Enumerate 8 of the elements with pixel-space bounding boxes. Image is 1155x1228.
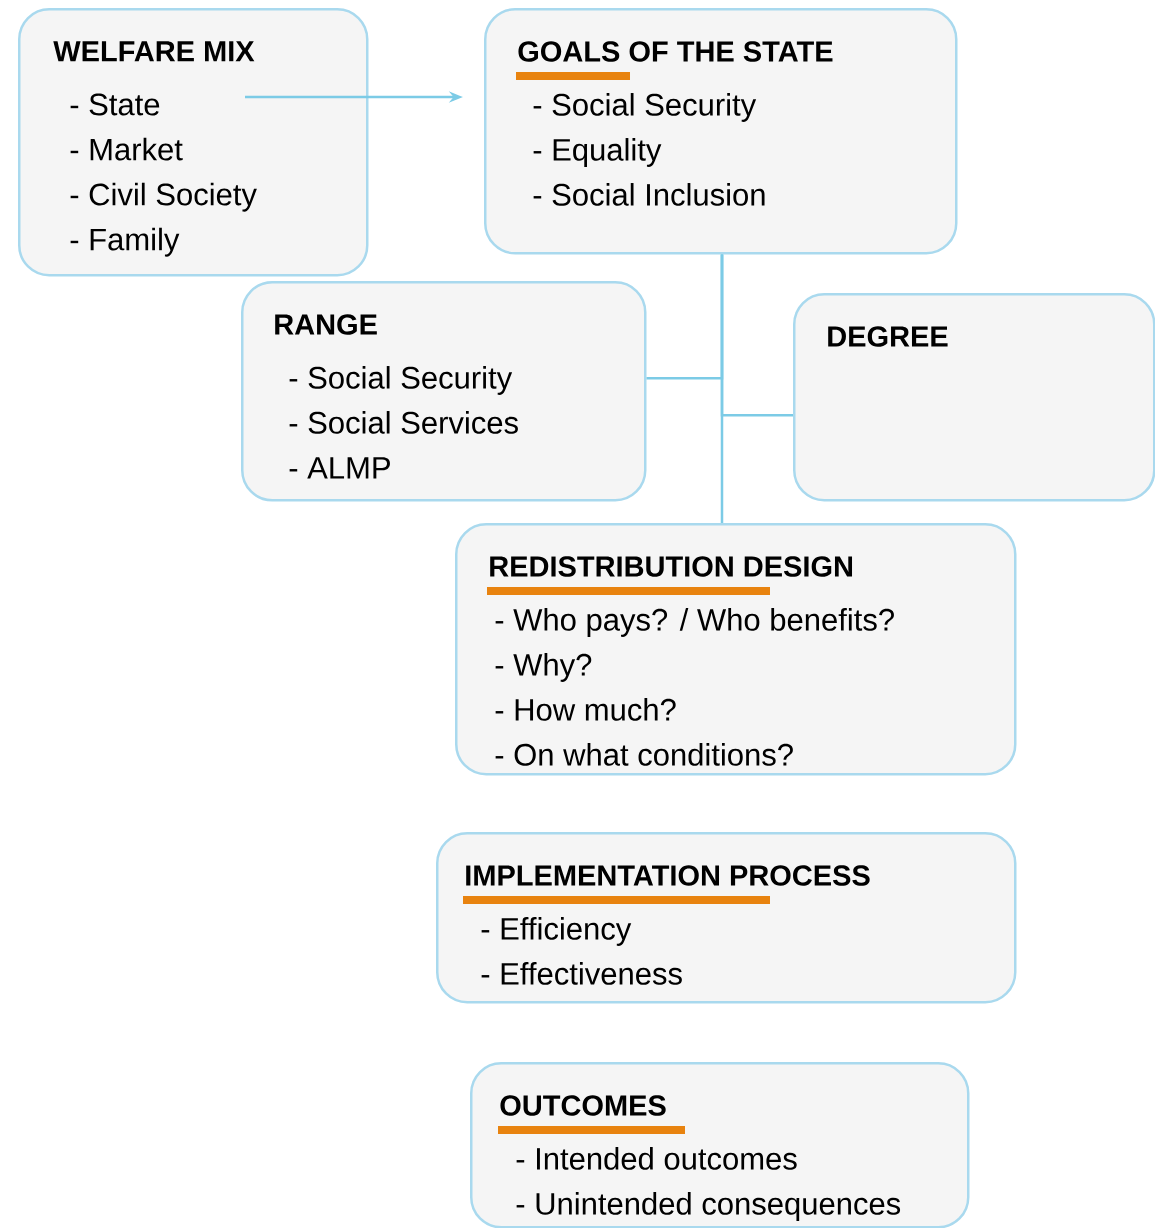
text-box: IMPLEMENTATION PROCESS - Efficiency - Effectiveness bbox=[436, 832, 1017, 1004]
text-box: REDISTRIBUTION DESIGN - Who pays? / Who benefits? - Why? - How much? - On what conditions? bbox=[455, 523, 1017, 776]
text-box: RANGE - Social Security - Social Services - ALMP bbox=[241, 281, 647, 502]
text-box: OUTCOMES - Intended outcomes - Unintended consequences bbox=[470, 1062, 970, 1228]
text-box: GOALS OF THE STATE - Social Security - Equality - Social Inclusion bbox=[484, 8, 958, 255]
text-box: DEGREE bbox=[793, 293, 1155, 502]
connector-line bbox=[720, 254, 724, 523]
text-box: WELFARE MIX - State - Market - Civil Society - Family bbox=[18, 8, 369, 277]
